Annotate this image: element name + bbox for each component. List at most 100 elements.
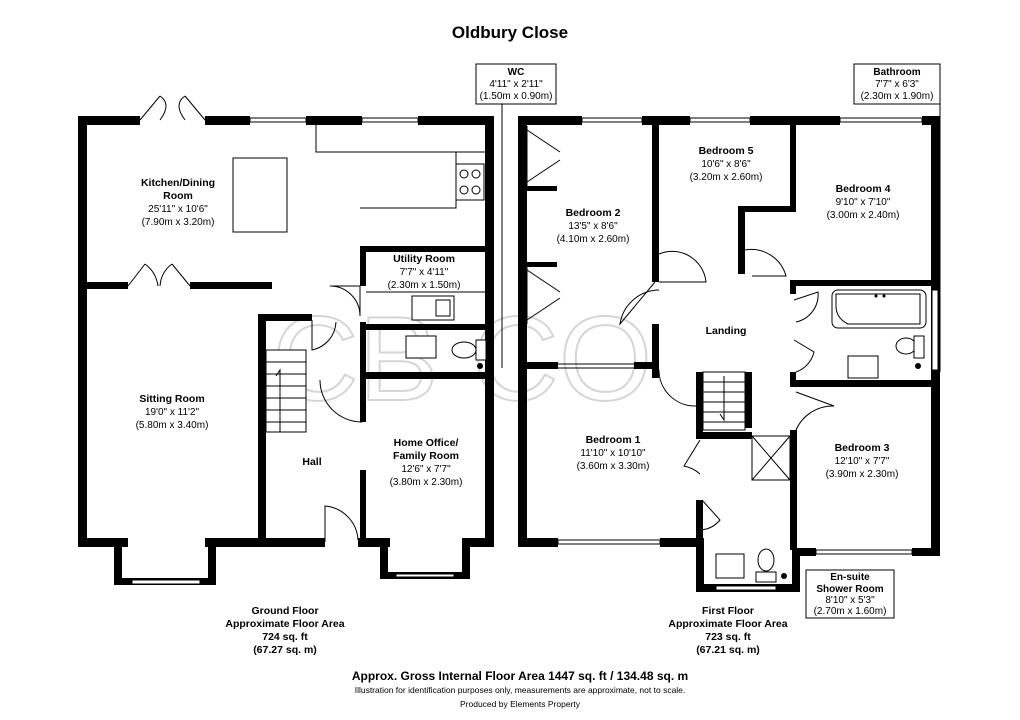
room-label-bedroom2: Bedroom 2 13'5" x 8'6" (4.10m x 2.60m) bbox=[557, 207, 630, 245]
room-metric: (7.90m x 3.20m) bbox=[142, 217, 215, 228]
window bbox=[557, 539, 661, 545]
bedroom5-door bbox=[658, 250, 707, 283]
wall bbox=[258, 538, 325, 547]
hob-ring bbox=[459, 185, 469, 195]
wall bbox=[790, 380, 935, 387]
window bbox=[839, 117, 923, 123]
floor-name: Ground Floor bbox=[251, 605, 318, 617]
room-name: Bedroom 2 bbox=[566, 207, 621, 219]
room-imperial: 25'11" x 10'6" bbox=[148, 204, 208, 215]
room-label-hall: Hall bbox=[302, 456, 321, 468]
room-imperial: 12'6" x 7'7" bbox=[401, 464, 451, 475]
kitchen-counter bbox=[360, 152, 457, 209]
ensuite-metric: (2.70m x 1.60m) bbox=[814, 606, 887, 617]
window bbox=[361, 117, 419, 123]
bathroom-door bbox=[793, 291, 819, 323]
bedroom4-door bbox=[744, 248, 787, 277]
room-metric: (3.90m x 2.30m) bbox=[826, 469, 899, 480]
window bbox=[715, 585, 777, 591]
floor-subtitle: Approximate Floor Area bbox=[225, 618, 344, 630]
bedroom3-door bbox=[795, 391, 835, 431]
wall bbox=[190, 282, 272, 289]
stair-arrow bbox=[719, 376, 725, 422]
wall bbox=[790, 280, 796, 294]
room-name: Bedroom 3 bbox=[835, 442, 890, 454]
first-floor-area: First Floor Approximate Floor Area 723 s… bbox=[668, 605, 787, 656]
floor-sqft: 724 sq. ft bbox=[262, 631, 308, 643]
wall bbox=[790, 430, 797, 550]
wall bbox=[792, 548, 816, 556]
room-metric: (2.30m x 1.50m) bbox=[388, 280, 461, 291]
wall bbox=[418, 116, 494, 125]
sink-bowl bbox=[435, 299, 451, 317]
room-metric: (4.10m x 2.60m) bbox=[557, 234, 630, 245]
wc-label: WC bbox=[508, 67, 525, 78]
bedroom2-door bbox=[619, 281, 660, 326]
ground-stairs bbox=[265, 349, 307, 433]
wall bbox=[114, 538, 122, 584]
room-label-utility: Utility Room 7'7" x 4'11" (2.30m x 1.50m… bbox=[388, 253, 461, 291]
room-imperial: 11'10" x 10'10" bbox=[580, 448, 646, 459]
hob-ring bbox=[459, 169, 469, 179]
wall bbox=[78, 116, 87, 546]
hob bbox=[455, 163, 485, 201]
wall bbox=[360, 246, 366, 286]
room-metric: (5.80m x 3.40m) bbox=[136, 420, 209, 431]
plan-title: Oldbury Close bbox=[452, 23, 568, 42]
ensuite-door bbox=[683, 439, 701, 475]
wall bbox=[696, 500, 703, 548]
bathroom-cistern bbox=[913, 335, 925, 359]
callout-bathroom: Bathroom 7'7" x 6'3" (2.30m x 1.90m) bbox=[853, 63, 941, 372]
bath-inner bbox=[835, 293, 921, 325]
bathroom-label: Bathroom bbox=[873, 67, 920, 78]
wall bbox=[518, 538, 558, 547]
stair-arrow bbox=[275, 368, 281, 432]
bathroom-imperial: 7'7" x 6'3" bbox=[875, 79, 919, 90]
room-label-bedroom5: Bedroom 5 10'6" x 8'6" (3.20m x 2.60m) bbox=[690, 145, 763, 183]
room-name: Utility Room bbox=[393, 253, 455, 265]
wall bbox=[527, 262, 557, 267]
wall bbox=[790, 280, 935, 286]
room-name: Kitchen/Dining bbox=[141, 177, 215, 189]
room-metric: (3.00m x 2.40m) bbox=[827, 210, 900, 221]
hall-door bbox=[311, 320, 337, 351]
ensuite-label-1: En-suite bbox=[830, 572, 870, 583]
window bbox=[581, 117, 643, 123]
room-label-landing: Landing bbox=[706, 325, 747, 337]
ensuite-door bbox=[699, 499, 721, 531]
room-imperial: 19'0" x 11'2" bbox=[145, 407, 200, 418]
french-doors bbox=[139, 95, 206, 121]
floor-name: First Floor bbox=[702, 605, 754, 617]
callout-box bbox=[853, 63, 941, 105]
wall bbox=[518, 116, 582, 125]
wall bbox=[360, 246, 490, 252]
wc-basin bbox=[405, 335, 437, 359]
wall bbox=[78, 282, 128, 289]
room-label-bedroom1: Bedroom 1 11'10" x 10'10" (3.60m x 3.30m… bbox=[577, 434, 650, 472]
wardrobe bbox=[526, 126, 561, 186]
front-door bbox=[324, 505, 359, 542]
wall bbox=[360, 322, 366, 382]
soil-stack bbox=[915, 363, 921, 369]
bathroom-basin bbox=[847, 355, 879, 379]
wall bbox=[485, 246, 494, 546]
room-label-kitchen: Kitchen/Dining Room 25'11" x 10'6" (7.90… bbox=[141, 177, 215, 228]
wall bbox=[485, 116, 494, 246]
ground-floor-plan bbox=[78, 95, 494, 585]
bath-tap bbox=[874, 294, 878, 298]
callout-ensuite: En-suite Shower Room 8'10" x 5'3" (2.70m… bbox=[805, 569, 895, 619]
soil-stack bbox=[781, 573, 787, 579]
wall bbox=[738, 206, 796, 212]
bay-window bbox=[395, 573, 455, 578]
gross-area: Approx. Gross Internal Floor Area 1447 s… bbox=[352, 669, 688, 683]
callout-box bbox=[475, 63, 557, 105]
shower-tray-line bbox=[751, 435, 791, 481]
room-name: Room bbox=[163, 190, 193, 202]
wall bbox=[205, 116, 250, 125]
hob-ring bbox=[471, 185, 481, 195]
soil-stack bbox=[477, 363, 483, 369]
wall bbox=[696, 372, 703, 432]
room-imperial: 10'6" x 8'6" bbox=[701, 159, 751, 170]
room-imperial: 13'5" x 8'6" bbox=[568, 221, 618, 232]
